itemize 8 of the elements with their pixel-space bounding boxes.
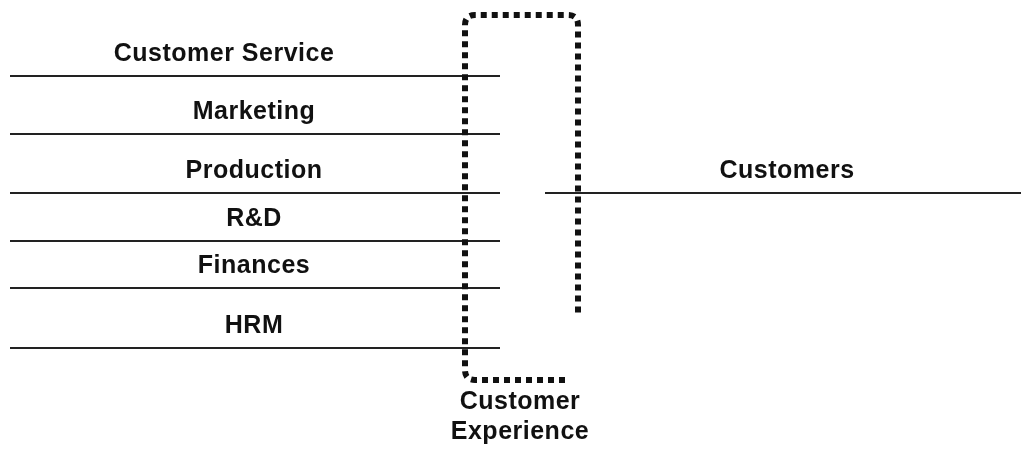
department-label: Marketing: [192, 96, 316, 125]
frame-label: Customer Experience: [449, 385, 591, 445]
department-label: R&D: [226, 203, 282, 232]
column-label: Customers: [719, 155, 855, 184]
department-label: Customer Service: [113, 38, 335, 67]
department-label: HRM: [224, 310, 284, 339]
department-label: Finances: [197, 250, 311, 279]
department-label: Production: [185, 155, 323, 184]
